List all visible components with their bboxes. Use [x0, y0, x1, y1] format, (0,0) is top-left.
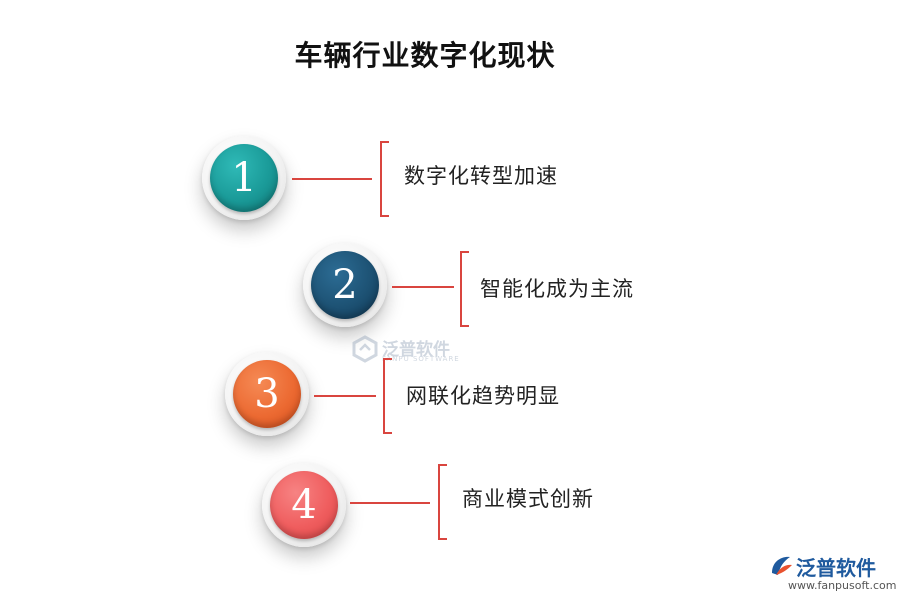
connector-line [314, 395, 376, 397]
fanpu-logo-icon [352, 335, 378, 363]
watermark-brand: 泛普软件 [796, 556, 876, 580]
badge-circle: 4 [270, 471, 338, 539]
item-label: 网联化趋势明显 [406, 384, 560, 408]
number-badge: 4 [262, 463, 346, 547]
number-badge: 2 [303, 243, 387, 327]
badge-circle: 2 [311, 251, 379, 319]
bracket [438, 464, 447, 540]
watermark-sub: FANPU SOFTWARE [382, 355, 460, 363]
bracket [460, 251, 469, 327]
badge-number: 2 [332, 262, 358, 308]
number-badge: 3 [225, 352, 309, 436]
connector-line [350, 502, 430, 504]
badge-number: 1 [231, 155, 257, 201]
center-watermark: 泛普软件 FANPU SOFTWARE [352, 333, 482, 369]
item-label: 商业模式创新 [462, 487, 594, 511]
bracket [383, 358, 392, 434]
number-badge: 1 [202, 136, 286, 220]
connector-line [392, 286, 454, 288]
watermark-url: www.fanpusoft.com [788, 579, 897, 592]
item-label: 数字化转型加速 [404, 164, 558, 188]
badge-number: 4 [291, 482, 317, 528]
badge-circle: 3 [233, 360, 301, 428]
badge-number: 3 [254, 371, 280, 417]
badge-circle: 1 [210, 144, 278, 212]
bracket [380, 141, 389, 217]
corner-watermark: 泛普软件 www.fanpusoft.com [768, 552, 896, 598]
item-label: 智能化成为主流 [480, 277, 634, 301]
fanpu-logo-icon [772, 556, 792, 575]
diagram-title: 车辆行业数字化现状 [294, 39, 556, 72]
connector-line [292, 178, 372, 180]
watermark-brand: 泛普软件 [382, 340, 450, 360]
